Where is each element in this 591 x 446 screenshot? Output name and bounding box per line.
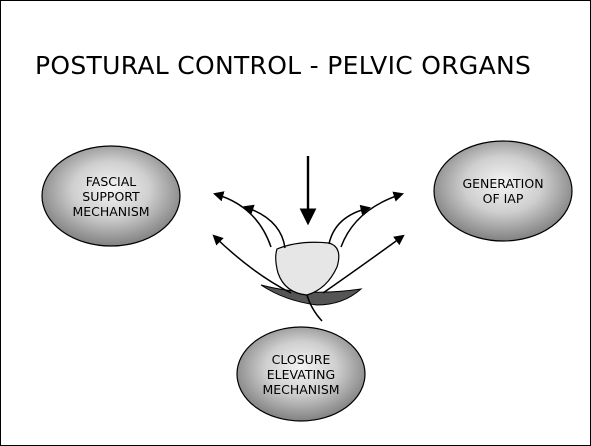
upper-left-outer-arrow [215,194,271,247]
fascial-support-ellipse [42,146,180,246]
closure-elevating-ellipse [237,327,365,421]
generation-iap-ellipse [434,141,572,241]
pelvic-organ-shape [276,242,339,295]
upper-right-inner-arrow [329,208,369,244]
upper-right-outer-arrow [341,194,402,247]
upper-left-inner-arrow [245,207,285,248]
